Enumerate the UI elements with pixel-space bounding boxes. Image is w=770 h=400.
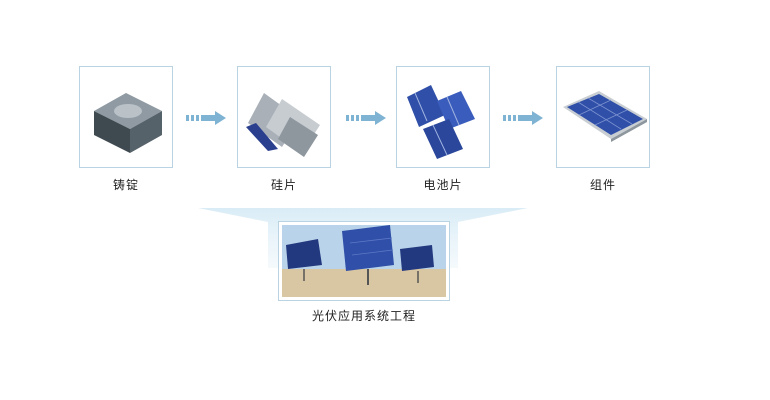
- solar-module-icon: [563, 91, 647, 142]
- silicon-wafer-icon: [246, 93, 320, 157]
- arrow-right-icon: [186, 111, 226, 125]
- step-module-label: 组件: [589, 178, 616, 192]
- step-ingot-box: [79, 66, 173, 168]
- final-photo-box: [278, 221, 450, 301]
- step-cell-box: [396, 66, 490, 168]
- ingot-icon: [94, 93, 162, 153]
- step-cell-label: 电池片: [423, 178, 463, 192]
- step-ingot-label: 铸锭: [112, 178, 139, 192]
- arrow-right-icon: [346, 111, 386, 125]
- step-module-box: [556, 66, 650, 168]
- arrow-right-icon: [503, 111, 543, 125]
- final-caption: 光伏应用系统工程: [311, 309, 416, 323]
- step-wafer-label: 硅片: [270, 178, 297, 192]
- step-wafer-box: [237, 66, 331, 168]
- solar-farm-photo: [282, 225, 446, 297]
- solar-cell-icon: [407, 85, 475, 159]
